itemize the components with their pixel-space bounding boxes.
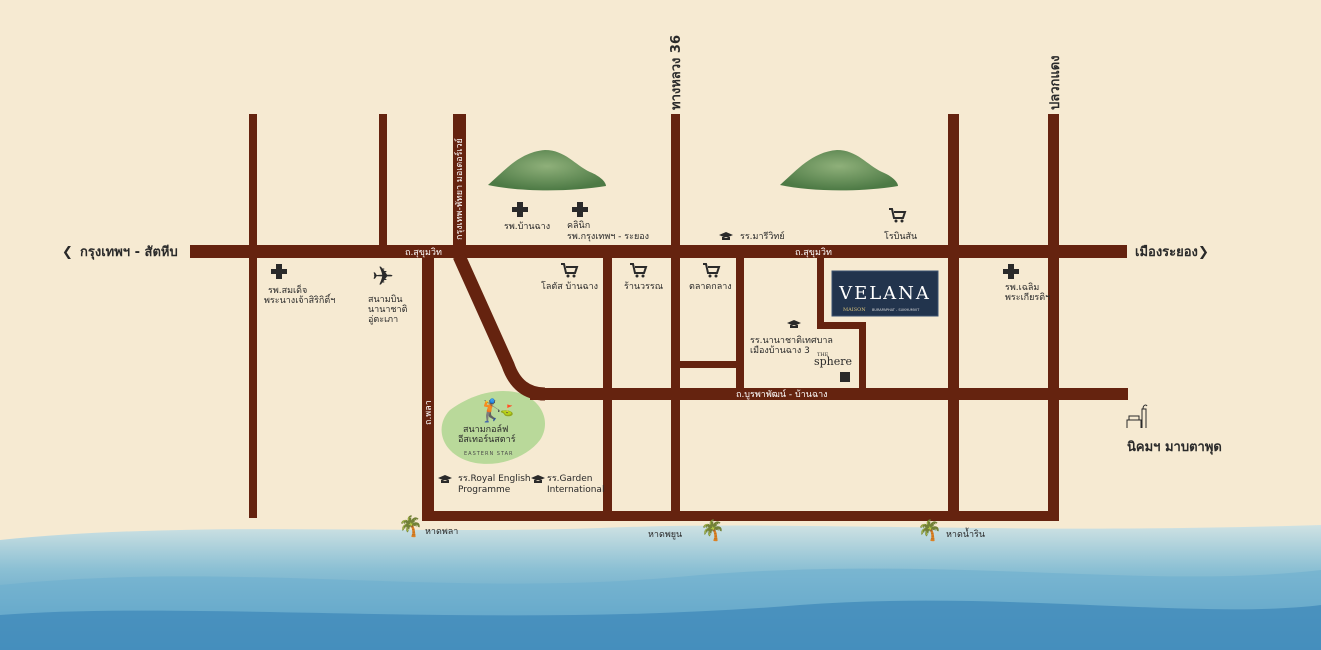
direction-pluak-daeng: ปลวกแดง	[1048, 55, 1063, 110]
road-label-sukhumvit: ถ.สุขุมวิท	[795, 247, 832, 258]
road-highway36	[671, 114, 680, 520]
road-label-motorway: กรุงเทพ-พัทยา มอเตอร์เวย์	[453, 138, 465, 240]
road-diagonal	[453, 253, 546, 401]
velana-project-logo: VELANA MAISON BURAPAPHAT - SUKHUMVIT	[831, 270, 939, 317]
palm-tree-icon: 🌴	[398, 514, 423, 538]
palm-tree-icon: 🌴	[700, 518, 725, 542]
road-burapha	[530, 388, 1128, 400]
golf-logo: EASTERN STAR	[464, 451, 514, 457]
label-wannarat: ร้านวรรณ	[624, 281, 663, 292]
shopping-cart-icon	[889, 208, 907, 223]
label-hosp-somdet: รพ.สมเด็จ	[268, 283, 307, 296]
shopping-cart-icon	[630, 263, 648, 278]
hospital-icon	[512, 202, 528, 217]
label-market: ตลาดกลาง	[689, 282, 732, 292]
label-clinic: คลินิก	[567, 220, 590, 231]
label-beach-phla: หาดพลา	[425, 527, 458, 537]
convenience-store-icon	[840, 372, 850, 382]
airplane-icon: ✈	[372, 262, 394, 292]
label-school-garden: รร.Garden	[547, 474, 593, 484]
sphere-logo: sphere	[814, 355, 852, 368]
graduation-cap-icon	[531, 475, 545, 483]
label-beach-namrin: หาดน้ำริน	[946, 527, 985, 540]
label-beach-phayun: หาดพยูน	[648, 530, 682, 540]
label-school-intl-2: เมืองบ้านฉาง 3	[750, 345, 810, 356]
road-label-sukhumvit: ถ.สุขุมวิท	[405, 247, 442, 258]
label-school-royal: รร.Royal English	[458, 474, 531, 484]
label-golf-2: อีสเทอร์นสตาร์	[458, 433, 516, 445]
shopping-cart-icon	[561, 263, 579, 278]
golf-course-area	[441, 390, 545, 464]
label-industrial: นิคมฯ มาบตาพุด	[1127, 440, 1222, 455]
mountain-icon	[488, 150, 606, 191]
graduation-cap-icon	[787, 320, 801, 328]
sphere-logo-small: THE	[817, 352, 829, 358]
road-label-burapha: ถ.บูรพาพัฒน์ - บ้านฉาง	[736, 388, 828, 400]
label-school-royal-2: Programme	[458, 485, 511, 495]
graduation-cap-icon	[438, 475, 452, 483]
label-lotus: โลตัส บ้านฉาง	[541, 281, 598, 292]
road-beach	[422, 511, 1059, 521]
project-sub-brand: MAISON	[843, 307, 866, 313]
label-hosp-banchang: รพ.บ้านฉาง	[504, 221, 550, 232]
direction-highway36: ทางหลวง 36	[669, 35, 684, 110]
mountain-icon	[780, 150, 898, 191]
hospital-icon	[1003, 264, 1019, 279]
golf-flag-icon: ⛳	[500, 404, 514, 417]
label-hosp-somdet-2: พระนางเจ้าสิริกิติ์ฯ	[264, 293, 335, 306]
palm-tree-icon: 🌴	[917, 518, 942, 542]
golfer-icon: 🏌	[478, 398, 505, 424]
factory-icon	[1126, 404, 1148, 428]
sea	[0, 525, 1321, 650]
hospital-icon	[572, 202, 588, 217]
shopping-cart-icon	[703, 263, 721, 278]
roads	[190, 114, 1128, 521]
road-label-phla: ถ.พลา	[424, 400, 434, 425]
hospital-icon	[271, 264, 287, 279]
direction-arrow-east: ❯	[1198, 245, 1209, 260]
label-airport-2: นานาชาติ	[368, 304, 408, 315]
direction-arrow-west: ❮	[62, 245, 73, 260]
label-school-garden-2: International	[547, 485, 604, 495]
label-airport: สนามบิน	[368, 294, 403, 305]
road-motorway	[453, 114, 466, 258]
label-school-intl: รร.นานาชาติเทศบาล	[750, 335, 833, 346]
road-sukhumvit	[190, 245, 1127, 258]
project-tagline: BURAPAPHAT - SUKHUMVIT	[872, 308, 920, 312]
graduation-cap-icon	[719, 232, 733, 240]
road-phla	[422, 258, 434, 520]
label-golf: สนามกอล์ฟ	[463, 423, 508, 435]
direction-east: เมืองระยอง	[1135, 244, 1198, 260]
project-name: VELANA	[838, 283, 931, 304]
label-robinson: โรบินสัน	[884, 231, 917, 242]
label-clinic-2: รพ.กรุงเทพฯ - ระยอง	[567, 232, 649, 242]
direction-west: กรุงเทพฯ - สัตหีบ	[80, 244, 178, 260]
label-hosp-chaloem: รพ.เฉลิม	[1005, 282, 1039, 293]
label-school-mari: รร.มารีวิทย์	[740, 230, 785, 242]
label-airport-3: อู่ตะเภา	[368, 315, 398, 325]
label-hosp-chaloem-2: พระเกียรติฯ	[1005, 292, 1050, 303]
